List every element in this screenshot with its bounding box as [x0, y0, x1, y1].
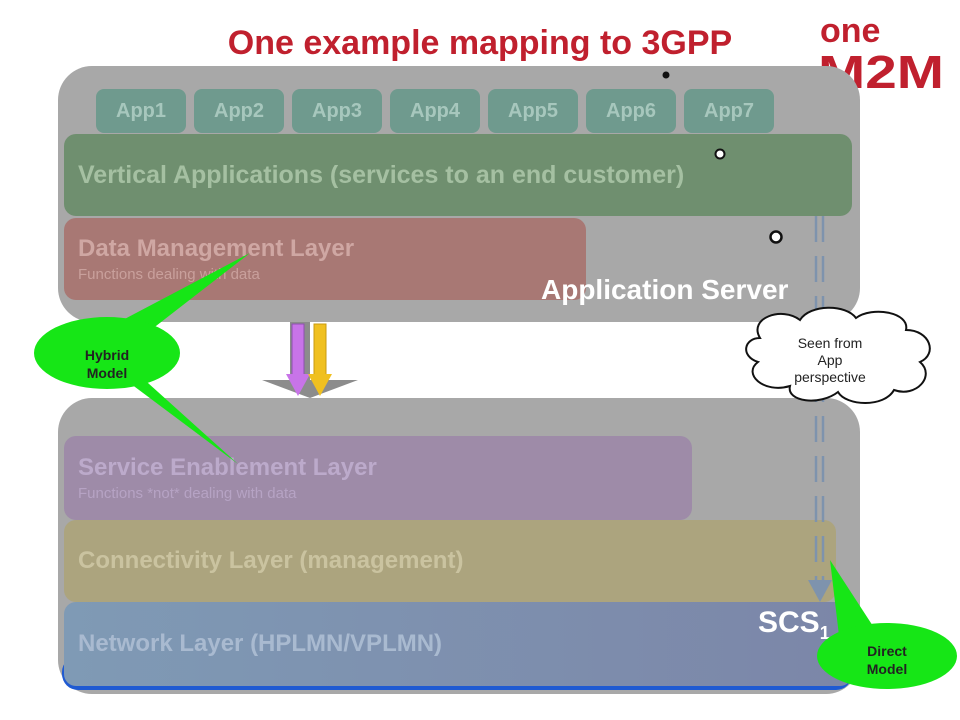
- app-box-4: App4: [390, 89, 480, 133]
- ellipsis-dot-1: [662, 71, 670, 79]
- data-management-title: Data Management Layer: [78, 235, 355, 262]
- app-box-7: App7: [684, 89, 774, 133]
- scs-label-text: SCS: [758, 606, 820, 639]
- app-box-5: App5: [488, 89, 578, 133]
- seen-from-app-cloud: [745, 306, 931, 404]
- direct-model-label: Direct Model: [838, 642, 936, 678]
- scs-label: SCS1: [758, 606, 830, 644]
- network-title: Network Layer (HPLMN/VPLMN): [78, 630, 443, 657]
- hybrid-model-line-2: Model: [86, 365, 128, 381]
- direct-link-arrowhead: [808, 580, 832, 602]
- seen-from-app-label: Seen from App perspective: [772, 335, 888, 386]
- hybrid-model-line-1: Hybrid: [84, 347, 130, 363]
- direct-model-line-2: Model: [866, 661, 908, 677]
- direct-model-callout: [817, 560, 957, 689]
- page-title: One example mapping to 3GPP: [227, 24, 733, 62]
- app-box-1: App1: [96, 89, 186, 133]
- app-box-6: App6: [586, 89, 676, 133]
- ellipsis-dot-2: [714, 148, 726, 160]
- ellipsis-dot-3: [769, 230, 783, 244]
- cloud-line-1: Seen from: [797, 335, 863, 351]
- app-box-2: App2: [194, 89, 284, 133]
- service-enablement-subtitle: Functions *not* dealing with data: [78, 485, 297, 502]
- hybrid-model-callout: [34, 253, 250, 464]
- application-server-label: Application Server: [541, 274, 789, 305]
- interface-arrow-yellow: [308, 323, 332, 396]
- connectivity-layer: Connectivity Layer (management): [64, 520, 836, 602]
- direct-model-line-1: Direct: [867, 643, 907, 659]
- vertical-applications-layer: Vertical Applications (services to an en…: [64, 134, 852, 216]
- interface-arrow-grey: [262, 322, 358, 398]
- interface-arrow-purple: [286, 323, 310, 396]
- hybrid-model-label: Hybrid Model: [70, 346, 144, 382]
- connectivity-title: Connectivity Layer (management): [78, 547, 464, 574]
- data-management-layer: Data Management Layer Functions dealing …: [64, 218, 586, 300]
- scs-subscript: 1: [819, 623, 830, 643]
- network-layer: Network Layer (HPLMN/VPLMN): [64, 602, 852, 686]
- service-enablement-layer: Service Enablement Layer Functions *not*…: [64, 436, 692, 520]
- service-enablement-title: Service Enablement Layer: [78, 454, 377, 481]
- cloud-line-2: App: [817, 352, 843, 368]
- app-box-3: App3: [292, 89, 382, 133]
- cloud-line-3: perspective: [794, 369, 866, 385]
- logo-one-text: one: [820, 12, 880, 50]
- vertical-applications-title: Vertical Applications (services to an en…: [78, 160, 685, 189]
